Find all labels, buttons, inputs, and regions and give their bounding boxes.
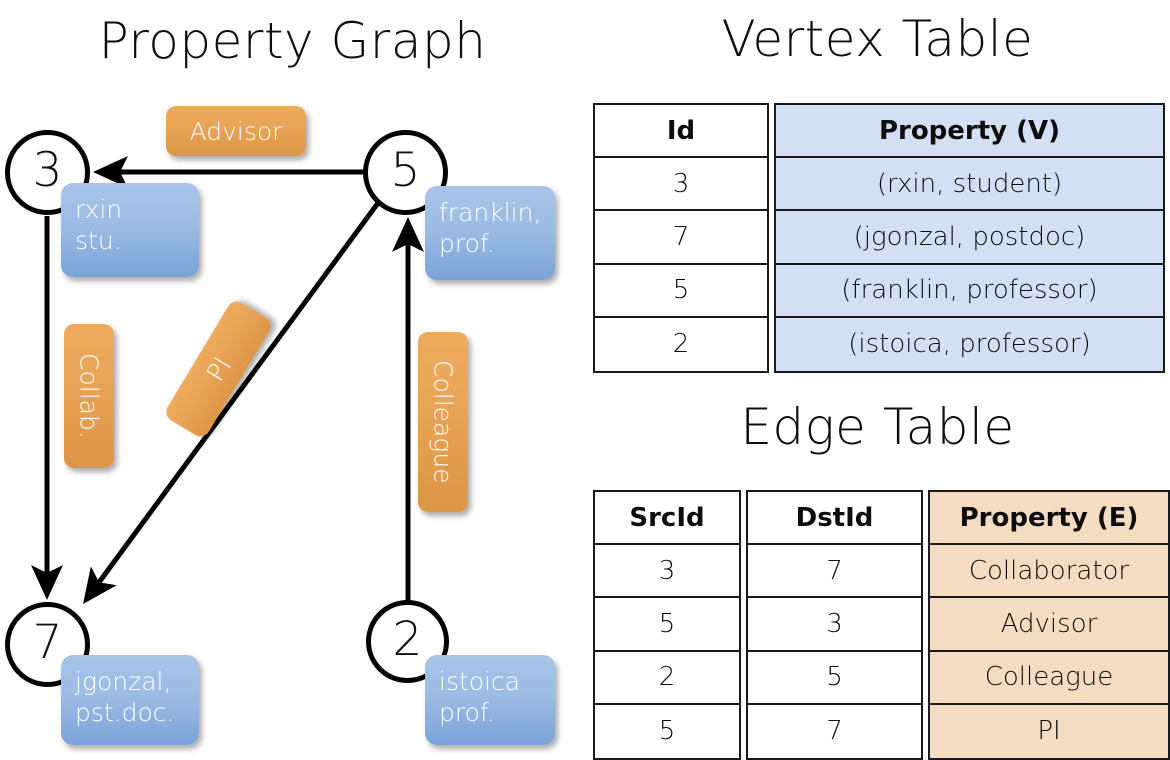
edge-table-cell-property: PI: [930, 704, 1168, 758]
vertex-property-box-jgonzal[interactable]: jgonzal, pst.doc.: [61, 655, 199, 745]
edge-table-cell-dstid: 5: [748, 651, 921, 705]
edge-table-header-property: Property (E): [930, 492, 1168, 546]
edge-table-cell-dstid: 3: [748, 598, 921, 652]
vertex-table-cell-property: (istoica, professor): [776, 317, 1163, 371]
vertex-property-box-rxin[interactable]: rxin stu.: [61, 183, 199, 277]
edge-label-advisor[interactable]: Advisor: [166, 106, 306, 156]
edge-table-cell-property: Colleague: [930, 651, 1168, 705]
vertex-table-cell-id: 2: [595, 317, 767, 371]
edge-5-to-7: [83, 201, 381, 605]
edge-table-cell-srcid: 2: [595, 651, 739, 705]
vertex-table: Id 3 7 5 2 Property (V) (rxin, student) …: [593, 103, 1165, 373]
edge-table-cell-property: Collaborator: [930, 545, 1168, 599]
edge-table-cell-property: Advisor: [930, 598, 1168, 652]
edge-table-cell-srcid: 3: [595, 545, 739, 599]
vertex-node-3-label: 3: [32, 143, 63, 198]
vertex-node-2[interactable]: 2: [366, 600, 449, 683]
page-title-edge-table: Edge Table: [740, 398, 1015, 456]
vertex-node-5-label: 5: [390, 143, 421, 198]
vertex-table-cell-id: 7: [595, 211, 767, 265]
page-title-property-graph: Property Graph: [98, 12, 487, 70]
vertex-table-cell-id: 5: [595, 264, 767, 318]
vertex-node-2-label: 2: [392, 612, 423, 667]
vertex-table-header-id: Id: [595, 105, 767, 159]
graph-edge-arrows: [31, 156, 424, 605]
edge-table-cell-srcid: 5: [595, 598, 739, 652]
edge-table-header-dstid: DstId: [748, 492, 921, 546]
vertex-node-5[interactable]: 5: [363, 130, 448, 215]
property-graph-diagram: 3 5 7 2 rxin stu. franklin, prof. jgonza…: [5, 106, 555, 745]
edge-table-header-srcid: SrcId: [595, 492, 739, 546]
vertex-node-7-label: 7: [32, 615, 63, 670]
vertex-table-cell-property: (franklin, professor): [776, 264, 1163, 318]
edge-table-cell-dstid: 7: [748, 545, 921, 599]
edge-label-collab[interactable]: Collab.: [64, 324, 114, 468]
edge-table-column-dstid: DstId 7 3 5 7: [746, 490, 923, 760]
edge-table-cell-dstid: 7: [748, 704, 921, 758]
vertex-table-cell-property: (rxin, student): [776, 158, 1163, 212]
vertex-table-column-id: Id 3 7 5 2: [593, 103, 769, 373]
vertex-table-cell-id: 3: [595, 158, 767, 212]
edge-label-colleague[interactable]: Colleague: [418, 332, 468, 512]
edge-table-column-srcid: SrcId 3 5 2 5: [593, 490, 741, 760]
vertex-property-box-franklin[interactable]: franklin, prof.: [425, 186, 555, 280]
vertex-property-box-istoica[interactable]: istoica prof.: [425, 655, 555, 745]
edge-table-column-property: Property (E) Collaborator Advisor Collea…: [928, 490, 1170, 760]
vertex-table-column-property: Property (V) (rxin, student) (jgonzal, p…: [774, 103, 1165, 373]
page-title-vertex-table: Vertex Table: [721, 10, 1034, 68]
vertex-table-cell-property: (jgonzal, postdoc): [776, 211, 1163, 265]
vertex-table-header-property: Property (V): [776, 105, 1163, 159]
edge-table-cell-srcid: 5: [595, 704, 739, 758]
edge-table: SrcId 3 5 2 5 DstId 7 3 5 7 Property (E)…: [593, 490, 1170, 760]
